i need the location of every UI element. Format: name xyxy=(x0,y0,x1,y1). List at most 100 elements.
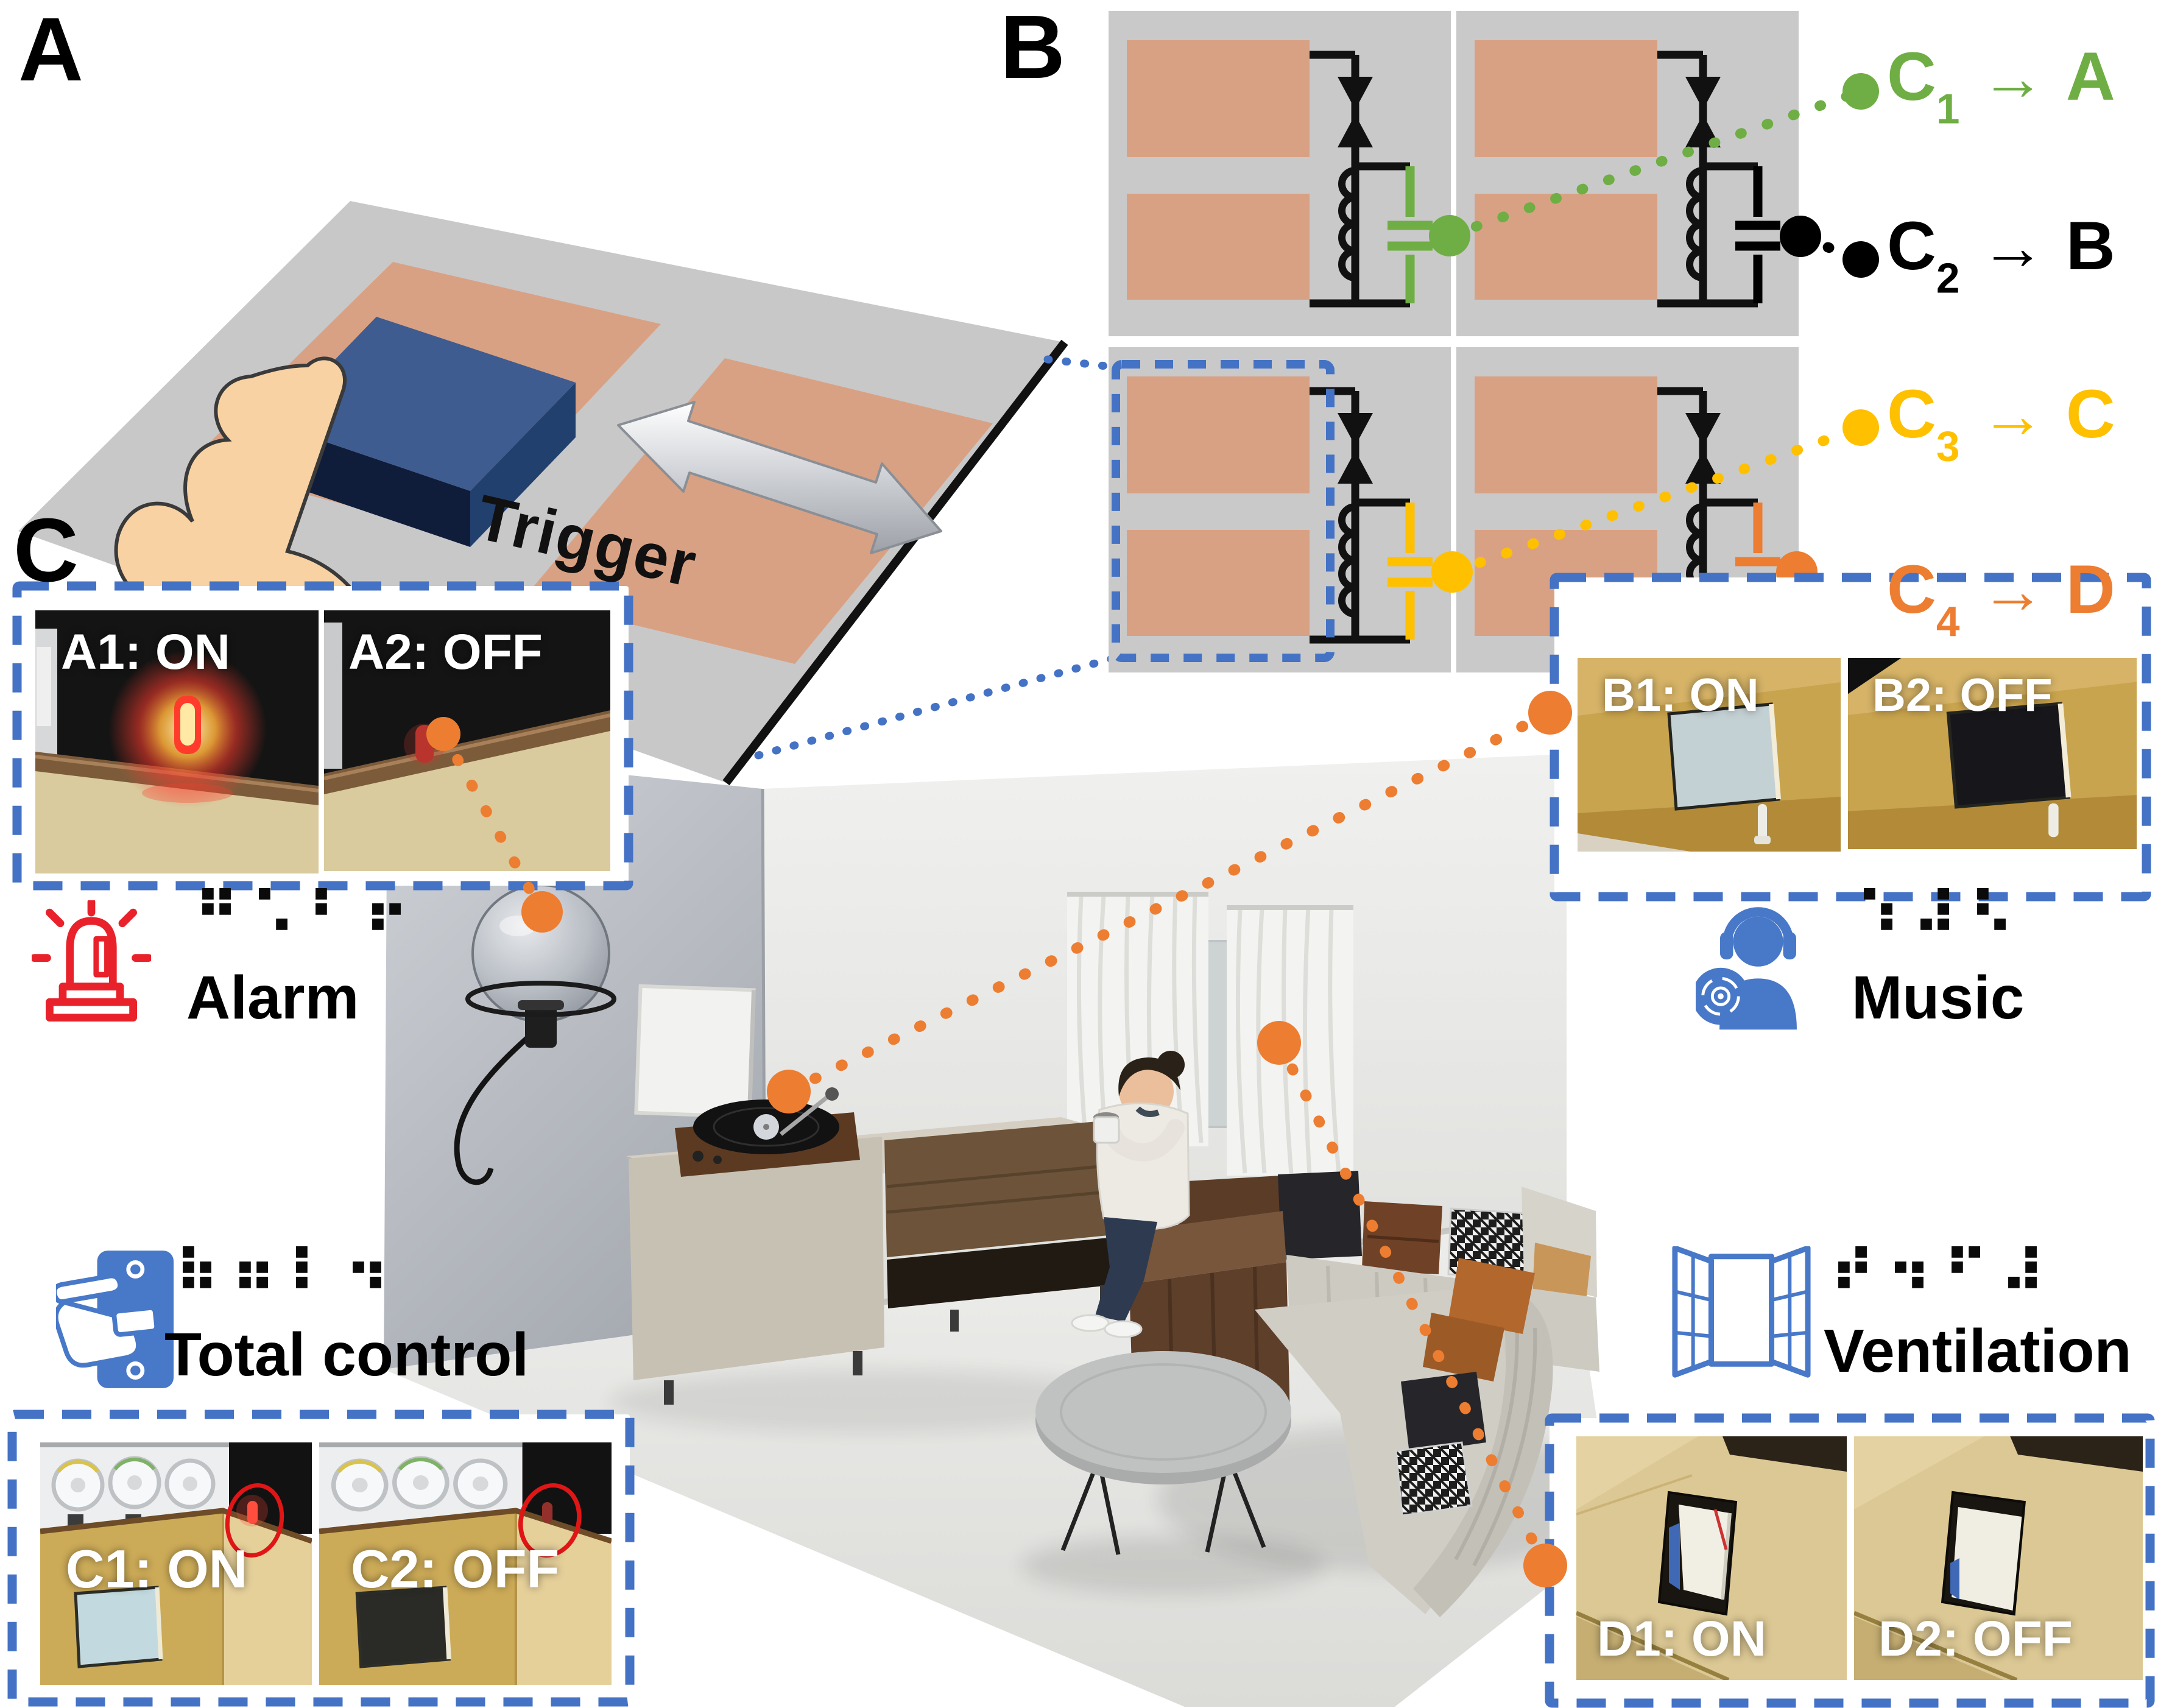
shoe xyxy=(1104,1320,1143,1338)
capacitor-c1 xyxy=(1388,166,1433,303)
table-ring xyxy=(1060,1363,1267,1461)
leg xyxy=(664,1380,674,1405)
ventilation-label: Ventilation xyxy=(1824,1317,2132,1385)
cap-node-c3 xyxy=(1431,551,1473,593)
table-legs xyxy=(1060,1461,1266,1555)
arrow-icon: → xyxy=(1980,554,2045,627)
capacitor-c4 xyxy=(1735,503,1780,640)
music-braille: ⠱⠼⠣ xyxy=(1855,880,2025,948)
fan-visible xyxy=(1669,1523,1680,1590)
capacitor-c3 xyxy=(1388,503,1433,640)
panel-a-letter: A xyxy=(18,0,83,100)
jeans xyxy=(1095,1217,1157,1322)
table-top xyxy=(1035,1351,1291,1473)
table-shadow xyxy=(1020,1536,1325,1595)
floor xyxy=(1576,1617,1716,1680)
coffee-table xyxy=(1020,1351,1325,1595)
pillow-black2 xyxy=(1401,1372,1486,1453)
ventilation-icon xyxy=(1672,1246,1811,1378)
photo-d1 xyxy=(1576,1436,1847,1680)
panel-c-letter: C xyxy=(13,500,79,601)
caption-d2-off: D2: OFF xyxy=(1878,1611,2073,1667)
caption-d1-on: D1: ON xyxy=(1597,1611,1766,1667)
highlight-module-box xyxy=(1112,360,1335,662)
total-control-braille: ⠷⠶⠇⠲ xyxy=(174,1238,401,1306)
led-on xyxy=(247,1501,258,1524)
alarm-braille: ⠛⠡⠃⠖ xyxy=(194,880,420,948)
pillow-houndstooth2 xyxy=(1395,1441,1473,1517)
led-off xyxy=(415,725,434,763)
cap-node-c2 xyxy=(1780,216,1821,257)
board-pad-right xyxy=(524,358,993,664)
channel-label-c2: C2 → B xyxy=(1887,208,2115,302)
zoom-link-line-top xyxy=(1043,355,1121,372)
arrow-icon: → xyxy=(1980,41,2045,114)
pillow-black xyxy=(1278,1171,1362,1260)
zoom-link-line-bottom xyxy=(754,652,1124,760)
panel-b-graphic xyxy=(1109,11,1879,672)
curtain-right xyxy=(1227,907,1353,1176)
caption-c2-off: C2: OFF xyxy=(351,1539,560,1599)
wall-lamp xyxy=(454,884,616,1185)
photo-c1 xyxy=(40,1442,312,1685)
channel-line-c1 xyxy=(1444,86,1866,241)
lamp-stem xyxy=(525,1005,557,1048)
caption-a1-on: A1: ON xyxy=(61,624,230,680)
floor-strip xyxy=(1578,797,1841,852)
red-circle-marker xyxy=(518,1483,582,1558)
sideboard-shadow xyxy=(609,1369,1133,1433)
sideboard-left-unit xyxy=(629,1137,884,1380)
caption-a2-off: A2: OFF xyxy=(348,624,543,680)
roof-edge xyxy=(2010,1436,2143,1472)
label-node-c3 xyxy=(1842,409,1879,446)
channel-label-c3: C3 → C xyxy=(1887,376,2115,470)
tonearm xyxy=(779,1093,831,1136)
knob xyxy=(713,1156,722,1164)
ventilation-braille: ⠞⠲⠋⠼ xyxy=(1830,1238,2056,1306)
antenna xyxy=(1758,804,1767,839)
window-dark xyxy=(355,1586,451,1668)
drawer-lines xyxy=(886,1163,1120,1214)
total-control-label: Total control xyxy=(164,1321,529,1389)
chaise-seat xyxy=(1126,1211,1286,1284)
capacitor-c2 xyxy=(1735,166,1780,303)
tonearm-pivot xyxy=(825,1087,839,1101)
collar xyxy=(1135,1106,1160,1117)
picture-frame xyxy=(634,984,756,1119)
caption-b1-on: B1: ON xyxy=(1602,669,1759,721)
caption-c1-on: C1: ON xyxy=(66,1539,248,1599)
photo-d2 xyxy=(1854,1436,2143,1680)
spindle xyxy=(763,1124,769,1130)
lamp-collar xyxy=(518,1000,564,1010)
antenna xyxy=(2048,803,2059,838)
channel-label-c1: C1 → A xyxy=(1887,38,2115,133)
led-off xyxy=(541,1502,553,1523)
channel-line-c3 xyxy=(1448,422,1866,577)
cap-node-c1 xyxy=(1429,215,1470,256)
arrow-icon: → xyxy=(1980,211,2045,283)
slider-block-top xyxy=(273,317,576,491)
fan-visible xyxy=(1950,1558,1959,1600)
slide-direction-arrow xyxy=(617,401,942,554)
vent-flap-closed xyxy=(1952,1507,2022,1611)
knob xyxy=(693,1151,703,1162)
alarm-icon xyxy=(32,900,151,1022)
panel-b-letter: B xyxy=(1000,0,1065,97)
arrow-icon: → xyxy=(1980,379,2045,451)
wire xyxy=(1713,1509,1728,1550)
slider-block-side xyxy=(470,383,576,547)
music-icon xyxy=(1696,907,1797,1030)
record-groove xyxy=(713,1107,820,1147)
vent-flap-open xyxy=(1679,1505,1730,1600)
leg xyxy=(950,1310,959,1332)
equipment-edge xyxy=(324,623,342,769)
window-dark xyxy=(1946,702,2071,809)
sideboard-shelf xyxy=(887,1237,1122,1308)
total-control-icon xyxy=(56,1251,174,1388)
roof-edge xyxy=(1723,1436,1847,1472)
lamp-ring xyxy=(465,981,616,1017)
lamp-highlight xyxy=(499,916,536,936)
red-circle-marker xyxy=(225,1483,284,1558)
photo-b2 xyxy=(1848,658,2137,849)
sideboard xyxy=(609,1117,1160,1433)
